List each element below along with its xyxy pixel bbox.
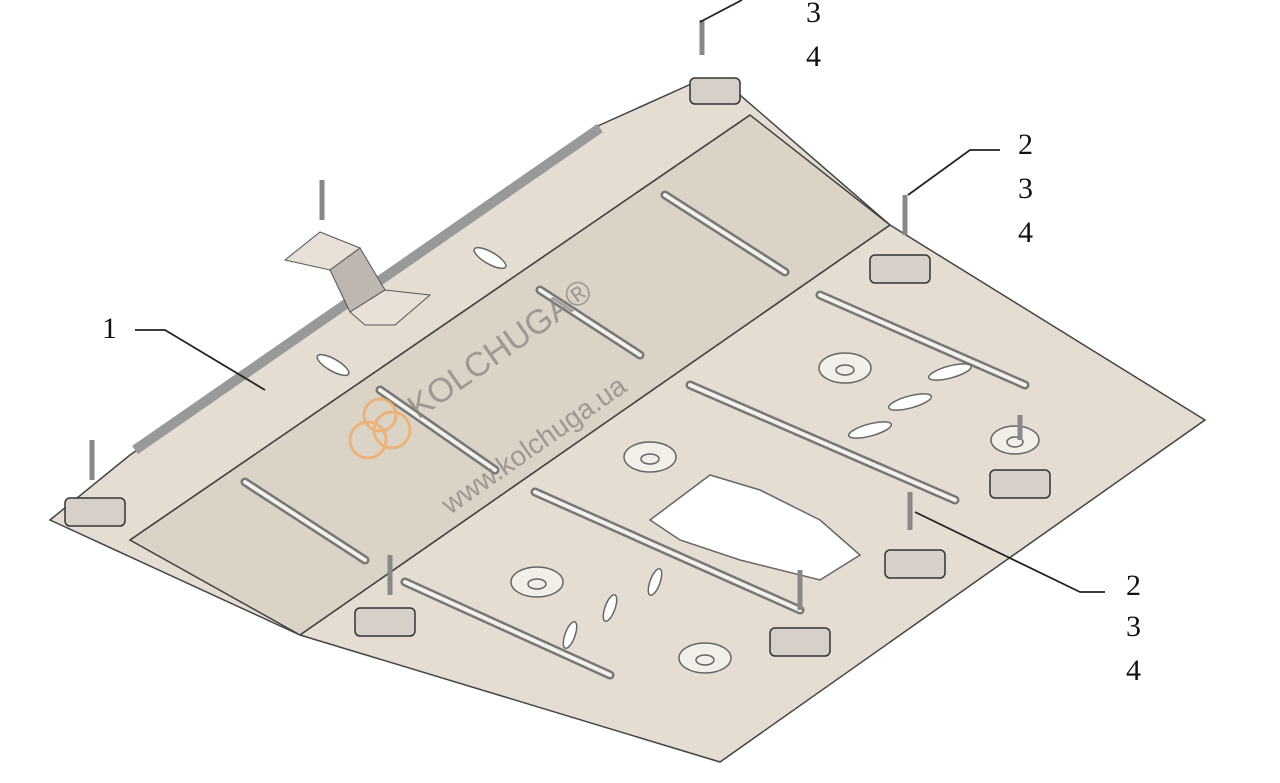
callout-right-3: 3: [1018, 172, 1033, 205]
callout-bottom-3: 3: [1126, 610, 1141, 643]
kolchuga-logo: [348, 397, 412, 460]
callout-top-4: 4: [806, 40, 821, 73]
callout-right-4: 4: [1018, 216, 1033, 249]
cutout: [648, 474, 862, 581]
callout-bottom-2: 2: [1126, 569, 1141, 602]
bolts: [89, 20, 1023, 610]
stiffening-ribs: [240, 190, 1030, 680]
mounting-clips: [64, 77, 1051, 657]
callout-right-2: 2: [1018, 128, 1033, 161]
bracket: [283, 231, 432, 326]
leader-lines: [135, 0, 1105, 593]
callout-bottom-4: 4: [1126, 654, 1141, 687]
callout-part-1: 1: [102, 312, 117, 345]
slots-and-holes: [316, 246, 1040, 674]
skid-plate: [48, 79, 1207, 763]
callout-top-3: 3: [806, 0, 821, 29]
